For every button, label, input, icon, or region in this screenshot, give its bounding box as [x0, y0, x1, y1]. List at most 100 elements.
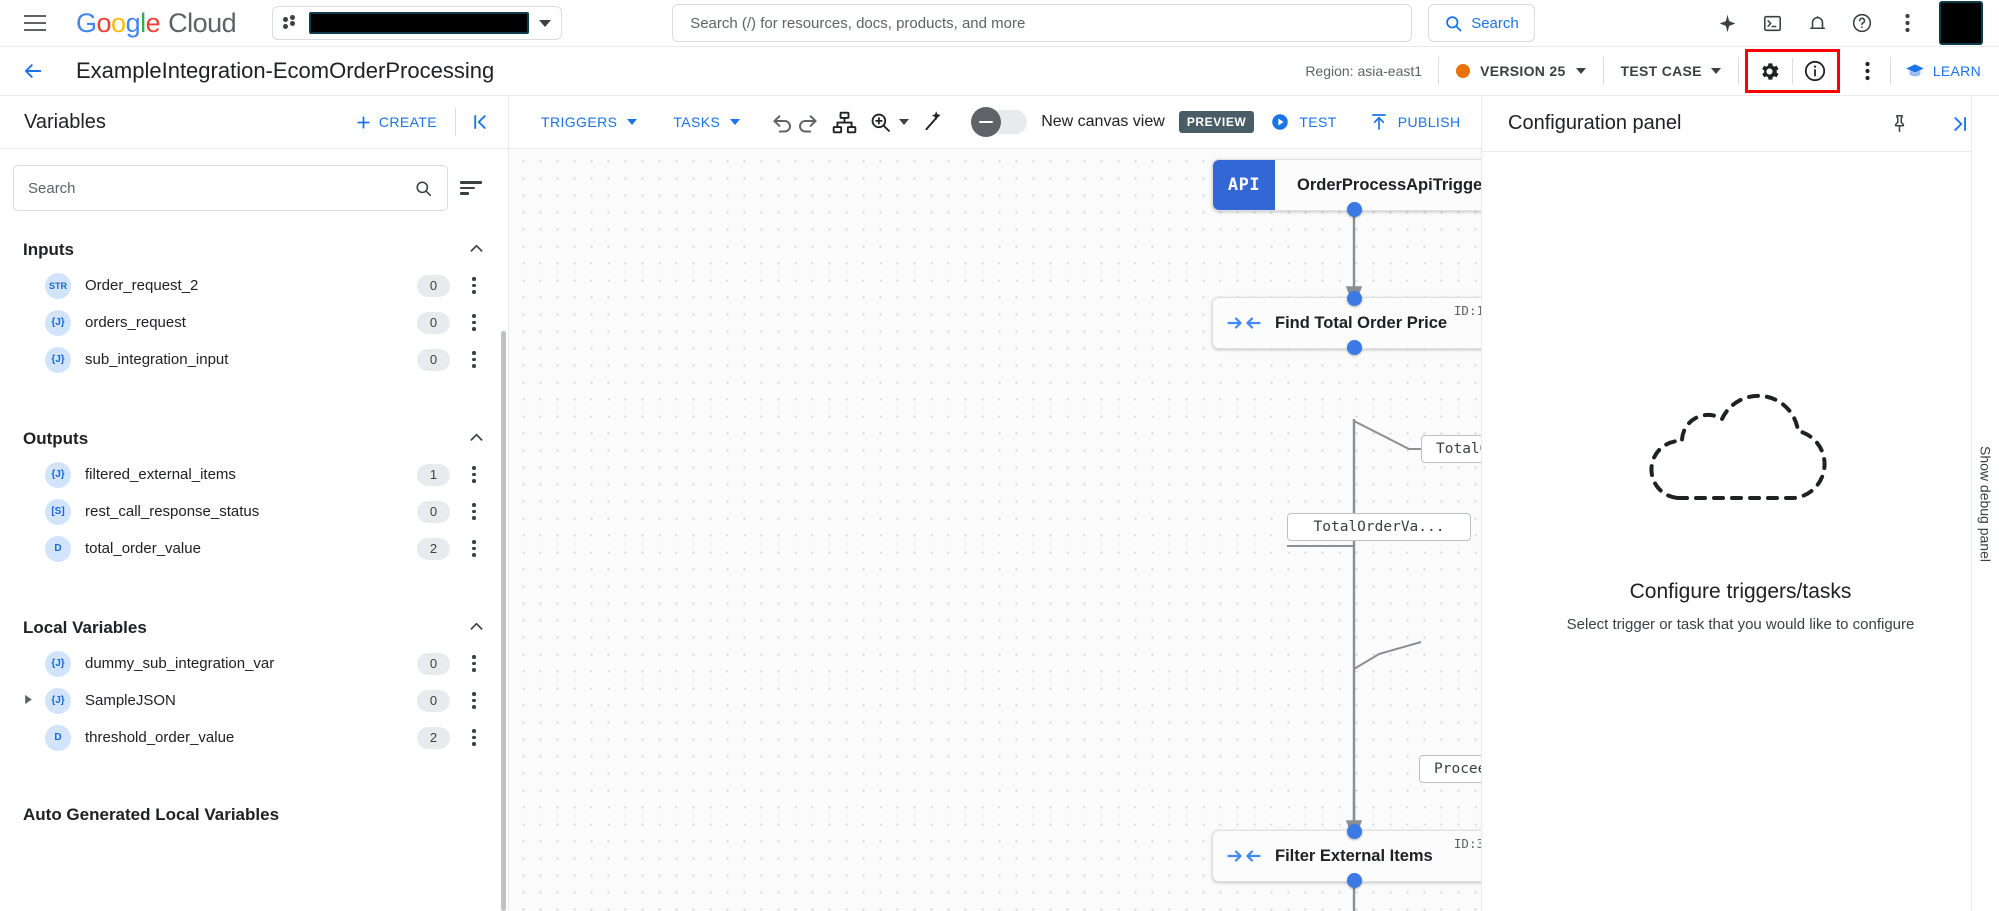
- variable-row[interactable]: {J} sub_integration_input 0: [0, 341, 508, 378]
- variable-row[interactable]: {J} dummy_sub_integration_var 0: [0, 645, 508, 682]
- divider: [1791, 58, 1793, 84]
- variables-search-input[interactable]: Search: [13, 165, 448, 211]
- undo-icon[interactable]: [770, 102, 795, 142]
- notifications-bell-icon[interactable]: [1798, 4, 1836, 42]
- variable-row[interactable]: STR Order_request_2 0: [0, 267, 508, 304]
- variables-panel-header: Variables CREATE: [0, 96, 508, 149]
- zoom-control[interactable]: [869, 102, 910, 142]
- plus-icon: [357, 115, 370, 129]
- variable-row[interactable]: D total_order_value 2: [0, 530, 508, 567]
- tasks-menu[interactable]: TASKS: [655, 114, 758, 130]
- row-more-options-icon[interactable]: [462, 277, 486, 294]
- test-case-label: TEST CASE: [1620, 63, 1702, 79]
- highlighted-icon-group: [1744, 49, 1840, 93]
- test-button[interactable]: TEST: [1254, 112, 1352, 132]
- configuration-panel-title: Configuration panel: [1508, 112, 1682, 134]
- redo-icon[interactable]: [795, 102, 820, 142]
- node-filter-external-items[interactable]: Filter External Items ID:3: [1212, 824, 1481, 888]
- connections-button[interactable]: CONNECTIONS: [1476, 112, 1481, 133]
- row-more-options-icon[interactable]: [462, 692, 486, 709]
- variable-count: 0: [417, 348, 450, 371]
- edge-label[interactable]: Proceed if a...: [1419, 755, 1481, 783]
- node-output-port[interactable]: [1346, 873, 1362, 888]
- header-actions: [1708, 1, 1985, 45]
- learn-button[interactable]: LEARN: [1891, 61, 1999, 81]
- variable-row[interactable]: {J} filtered_external_items 1: [0, 456, 508, 493]
- variables-group-inputs: Inputs STR Order_request_2 0: [0, 233, 508, 378]
- flow-stage[interactable]: API OrderProcessApiTrigger Find Total Or…: [509, 149, 1481, 911]
- version-selector[interactable]: VERSION 25: [1439, 63, 1602, 79]
- integration-canvas[interactable]: TRIGGERS TASKS: [509, 96, 1481, 911]
- pin-icon[interactable]: [1877, 104, 1921, 144]
- help-icon[interactable]: [1843, 4, 1881, 42]
- node-input-port[interactable]: [1346, 291, 1362, 306]
- variable-count: 1: [417, 463, 450, 486]
- page-more-options-icon[interactable]: [1846, 51, 1890, 91]
- new-canvas-view-toggle[interactable]: [971, 107, 1028, 137]
- group-header-inputs[interactable]: Inputs: [0, 233, 508, 267]
- group-header-local-variables[interactable]: Local Variables: [0, 611, 508, 645]
- edge-label[interactable]: TotalOrderVa...: [1287, 513, 1471, 541]
- collapse-left-icon[interactable]: [456, 111, 508, 133]
- arrow-left-icon: [24, 64, 42, 78]
- new-canvas-view-control: New canvas view PREVIEW: [957, 107, 1255, 137]
- settings-gear-icon[interactable]: [1748, 51, 1792, 91]
- row-more-options-icon[interactable]: [462, 540, 486, 557]
- row-more-options-icon[interactable]: [462, 503, 486, 520]
- show-debug-panel-tab[interactable]: Show debug panel: [1971, 96, 1999, 911]
- info-circle-icon[interactable]: [1793, 51, 1837, 91]
- node-label: OrderProcessApiTrigger: [1297, 175, 1481, 194]
- variables-list: Search Inputs: [0, 149, 508, 911]
- row-more-options-icon[interactable]: [462, 314, 486, 331]
- variable-name: threshold_order_value: [85, 729, 235, 746]
- hamburger-icon[interactable]: [20, 8, 50, 38]
- variables-panel: Variables CREATE: [0, 96, 509, 911]
- variable-row[interactable]: {J} orders_request 0: [0, 304, 508, 341]
- variables-group-outputs: Outputs {J} filtered_external_items 1: [0, 422, 508, 567]
- node-output-port[interactable]: [1346, 202, 1362, 217]
- variable-row[interactable]: D threshold_order_value 2: [0, 719, 508, 756]
- variable-row[interactable]: {J} SampleJSON 0: [0, 682, 508, 719]
- row-more-options-icon[interactable]: [462, 655, 486, 672]
- chevron-down-icon: [627, 119, 638, 125]
- group-title: Auto Generated Local Variables: [23, 805, 280, 824]
- group-header-auto-generated[interactable]: Auto Generated Local Variables: [0, 798, 508, 832]
- variables-scrollbar[interactable]: [501, 331, 506, 911]
- variables-group-auto-generated: Auto Generated Local Variables: [0, 798, 508, 832]
- node-output-port[interactable]: [1346, 340, 1362, 355]
- search-button[interactable]: Search: [1428, 4, 1535, 42]
- back-button[interactable]: [16, 54, 50, 88]
- gemini-sparkle-icon[interactable]: [1708, 4, 1746, 42]
- create-variable-button[interactable]: CREATE: [337, 114, 455, 131]
- edge-label[interactable]: TotalOrderVa...: [1421, 435, 1481, 463]
- chevron-down-icon: [539, 19, 552, 27]
- avatar[interactable]: [1939, 1, 1983, 45]
- auto-layout-icon[interactable]: [832, 102, 857, 142]
- node-order-process-api-trigger[interactable]: API OrderProcessApiTrigger: [1212, 159, 1481, 217]
- node-find-total-order-price[interactable]: Find Total Order Price ID:1: [1212, 291, 1481, 355]
- project-dots-icon: [283, 15, 299, 31]
- tree-expand-icon[interactable]: [23, 694, 45, 708]
- cloud-shell-icon[interactable]: [1753, 4, 1791, 42]
- variable-row[interactable]: [S] rest_call_response_status 0: [0, 493, 508, 530]
- triggers-menu[interactable]: TRIGGERS: [523, 114, 655, 130]
- test-case-selector[interactable]: TEST CASE: [1604, 63, 1738, 79]
- play-circle-icon: [1272, 114, 1289, 130]
- row-more-options-icon[interactable]: [462, 729, 486, 746]
- chevron-down-icon: [899, 119, 910, 125]
- project-selector[interactable]: [272, 6, 563, 40]
- node-input-port[interactable]: [1346, 824, 1362, 839]
- magic-wand-icon[interactable]: [921, 102, 945, 142]
- publish-button[interactable]: PUBLISH: [1353, 112, 1477, 132]
- more-options-icon[interactable]: [1888, 4, 1926, 42]
- expand-right-icon[interactable]: [1937, 104, 1981, 144]
- variable-name: Order_request_2: [85, 277, 199, 294]
- search-input[interactable]: Search (/) for resources, docs, products…: [672, 4, 1413, 42]
- group-header-outputs[interactable]: Outputs: [0, 422, 508, 456]
- row-more-options-icon[interactable]: [462, 466, 486, 483]
- row-more-options-icon[interactable]: [462, 351, 486, 368]
- chevron-up-icon: [467, 428, 486, 451]
- sort-filter-icon[interactable]: [460, 181, 490, 195]
- divider: [1889, 57, 1891, 85]
